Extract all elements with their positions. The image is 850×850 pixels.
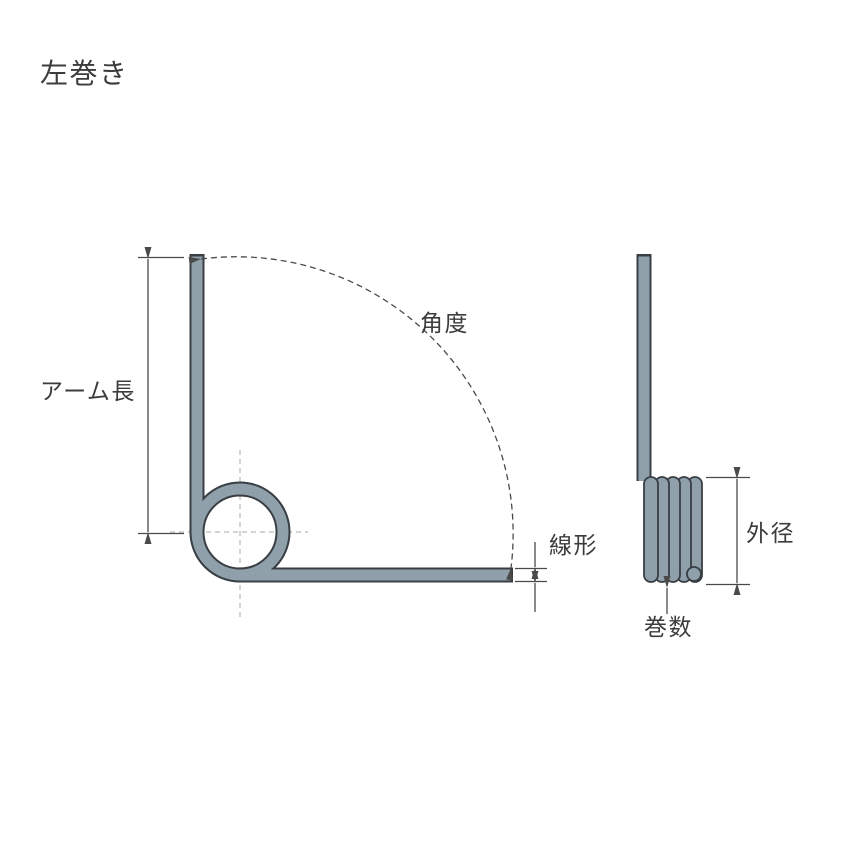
dimension-angle xyxy=(188,256,514,581)
outer-diameter-label: 外径 xyxy=(746,521,795,547)
spring-front-body xyxy=(191,256,511,581)
angle-arc xyxy=(188,256,514,581)
spring-side-coils xyxy=(643,476,703,583)
dimension-wire-diameter xyxy=(515,542,547,612)
dimension-arm-length xyxy=(138,247,184,544)
spring-front-outline xyxy=(189,254,513,583)
page-title: 左巻き xyxy=(40,57,129,90)
wire-diameter-label: 線形 xyxy=(549,533,598,559)
wire-end-tip xyxy=(686,566,702,582)
angle-label: 角度 xyxy=(420,311,469,337)
front-view: アーム長 角度 線形 xyxy=(40,247,598,620)
arm-length-label: アーム長 xyxy=(40,379,136,405)
coil-turn-1 xyxy=(643,476,659,583)
dimension-outer-diameter xyxy=(706,467,750,595)
side-view: 外径 巻数 xyxy=(636,254,795,641)
coil-count-label: 巻数 xyxy=(644,615,693,641)
